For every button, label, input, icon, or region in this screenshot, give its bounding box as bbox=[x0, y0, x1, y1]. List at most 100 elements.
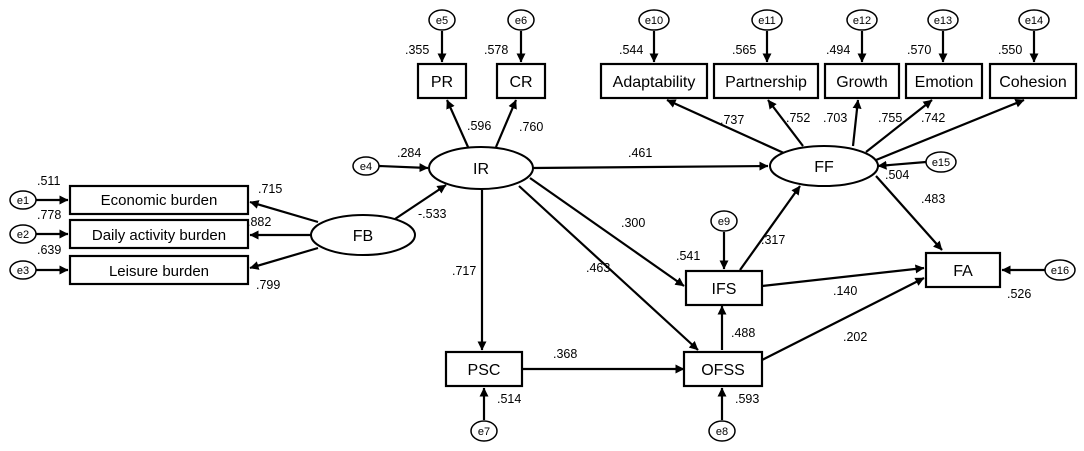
error-e16[interactable]: e16 bbox=[1044, 259, 1076, 281]
node-partnership[interactable]: Partnership bbox=[712, 62, 820, 100]
coef-ff-emotion: .755 bbox=[878, 111, 902, 125]
edge-ir-pr bbox=[445, 99, 470, 148]
node-ff[interactable]: FF bbox=[769, 145, 879, 187]
coef-ofss-ifs: .488 bbox=[731, 326, 755, 340]
coef-ir-psc: .717 bbox=[452, 264, 476, 278]
error-e5[interactable]: e5 bbox=[428, 9, 456, 31]
node-growth[interactable]: Growth bbox=[823, 62, 901, 100]
edge-ifs-ff bbox=[739, 185, 801, 271]
coef-ir-ifs: .300 bbox=[621, 216, 645, 230]
node-leisure-burden[interactable]: Leisure burden bbox=[68, 254, 250, 286]
error-e6[interactable]: e6 bbox=[507, 9, 535, 31]
error-e9[interactable]: e9 bbox=[710, 210, 738, 232]
coef-r2-pr: .355 bbox=[405, 43, 429, 57]
error-e4[interactable]: e4 bbox=[352, 156, 380, 176]
node-partnership-label: Partnership bbox=[725, 74, 807, 91]
edge-ff-partnership bbox=[767, 99, 804, 147]
node-ir-label: IR bbox=[473, 161, 489, 178]
node-cr[interactable]: CR bbox=[495, 62, 547, 100]
node-growth-label: Growth bbox=[836, 74, 888, 91]
coef-r2-ir: .284 bbox=[397, 146, 421, 160]
edge-ff-emotion bbox=[865, 99, 933, 153]
edge-ir-ifs bbox=[529, 177, 685, 287]
error-e12[interactable]: e12 bbox=[846, 9, 878, 31]
coef-ff-fa: .483 bbox=[921, 192, 945, 206]
error-e13[interactable]: e13 bbox=[927, 9, 959, 31]
error-e11[interactable]: e11 bbox=[751, 9, 783, 31]
error-e8[interactable]: e8 bbox=[708, 420, 736, 442]
error-e6-label: e6 bbox=[515, 15, 527, 27]
node-ir[interactable]: IR bbox=[428, 146, 534, 190]
node-cohesion[interactable]: Cohesion bbox=[988, 62, 1078, 100]
edge-ff-adaptability bbox=[666, 98, 787, 156]
error-e13-label: e13 bbox=[934, 15, 952, 27]
error-e16-label: e16 bbox=[1051, 265, 1069, 277]
edge-ifs-fa bbox=[761, 264, 925, 288]
coef-ff-partnership: .752 bbox=[786, 111, 810, 125]
error-e5-label: e5 bbox=[436, 15, 448, 27]
coef-ff-cohesion: .742 bbox=[921, 111, 945, 125]
node-economic-burden[interactable]: Economic burden bbox=[68, 184, 250, 216]
coef-ir-ff: .461 bbox=[628, 146, 652, 160]
coef-ir-cr: .760 bbox=[519, 120, 543, 134]
node-cohesion-label: Cohesion bbox=[999, 74, 1067, 91]
coef-r2-adaptability: .544 bbox=[619, 43, 643, 57]
coef-r2-ofss: .593 bbox=[735, 392, 759, 406]
error-e7[interactable]: e7 bbox=[470, 420, 498, 442]
error-e15-label: e15 bbox=[932, 157, 950, 169]
coef-r2-fa: .526 bbox=[1007, 287, 1031, 301]
error-e11-label: e11 bbox=[758, 15, 776, 27]
error-e14-label: e14 bbox=[1025, 15, 1043, 27]
error-e2-label: e2 bbox=[17, 229, 29, 241]
edge-ir-ofss bbox=[518, 185, 699, 351]
node-ofss[interactable]: OFSS bbox=[682, 350, 764, 388]
error-e15[interactable]: e15 bbox=[925, 151, 957, 173]
node-fa[interactable]: FA bbox=[924, 251, 1002, 289]
coef-r2-growth: .494 bbox=[826, 43, 850, 57]
error-e7-label: e7 bbox=[478, 426, 490, 438]
coef-r2-daily: .778 bbox=[37, 208, 61, 222]
coef-r2-psc: .514 bbox=[497, 392, 521, 406]
edge-fb-leisure bbox=[249, 246, 319, 270]
edge-ff-fa bbox=[875, 175, 943, 251]
coef-fb-daily: .882 bbox=[247, 215, 271, 229]
node-psc-label: PSC bbox=[468, 362, 501, 379]
error-e2[interactable]: e2 bbox=[9, 224, 37, 244]
node-fb[interactable]: FB bbox=[310, 214, 416, 256]
node-fa-label: FA bbox=[953, 263, 973, 280]
coef-ir-ofss: .463 bbox=[586, 261, 610, 275]
coef-ff-growth: .703 bbox=[823, 111, 847, 125]
node-daily-activity-burden[interactable]: Daily activity burden bbox=[68, 218, 250, 250]
error-e10-label: e10 bbox=[645, 15, 663, 27]
node-leisure-burden-label: Leisure burden bbox=[109, 263, 209, 280]
error-e14[interactable]: e14 bbox=[1018, 9, 1050, 31]
node-pr[interactable]: PR bbox=[416, 62, 468, 100]
nodes: Economic burden Daily activity burden Le… bbox=[68, 62, 1078, 388]
node-emotion[interactable]: Emotion bbox=[904, 62, 984, 100]
edge-fb-ir bbox=[394, 184, 447, 220]
error-e1[interactable]: e1 bbox=[9, 190, 37, 210]
coef-fb-ir: -.533 bbox=[418, 207, 447, 221]
node-ofss-label: OFSS bbox=[701, 362, 745, 379]
node-adaptability[interactable]: Adaptability bbox=[599, 62, 709, 100]
error-e8-label: e8 bbox=[716, 426, 728, 438]
error-e10[interactable]: e10 bbox=[638, 9, 670, 31]
error-e12-label: e12 bbox=[853, 15, 871, 27]
node-pr-label: PR bbox=[431, 74, 453, 91]
edge-e15-ff bbox=[877, 160, 927, 170]
coef-r2-cr: .578 bbox=[484, 43, 508, 57]
node-ifs[interactable]: IFS bbox=[684, 269, 764, 307]
error-e3[interactable]: e3 bbox=[9, 260, 37, 280]
node-daily-activity-burden-label: Daily activity burden bbox=[92, 227, 226, 244]
coef-psc-ofss: .368 bbox=[553, 347, 577, 361]
error-terms: e1 e2 e3 e4 e5 e6 e10 e11 e12 e13 e14 e1… bbox=[9, 9, 1076, 442]
node-emotion-label: Emotion bbox=[915, 74, 974, 91]
node-ifs-label: IFS bbox=[712, 281, 737, 298]
node-cr-label: CR bbox=[509, 74, 532, 91]
coef-r2-emotion: .570 bbox=[907, 43, 931, 57]
coef-r2-ifs: .541 bbox=[676, 249, 700, 263]
edge-ff-cohesion bbox=[875, 98, 1025, 162]
error-e4-label: e4 bbox=[360, 161, 372, 173]
node-psc[interactable]: PSC bbox=[444, 350, 524, 388]
